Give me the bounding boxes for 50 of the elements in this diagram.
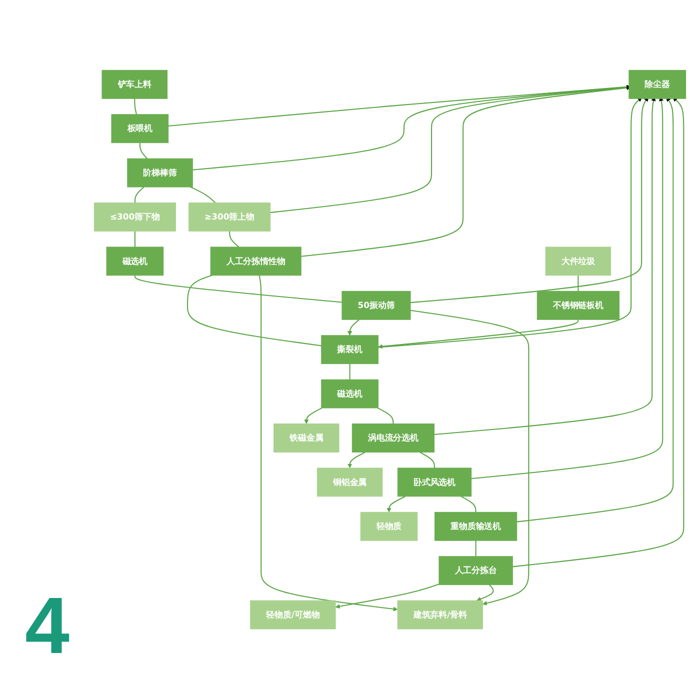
- node-box: 磁选机: [106, 247, 164, 276]
- node-box: 50振动筛: [342, 291, 411, 320]
- connector: [134, 99, 138, 115]
- connector: [475, 541, 476, 557]
- arrow: [335, 584, 440, 610]
- node-box: 涡电流分选机: [352, 424, 434, 453]
- node-box: 卧式风选机: [397, 468, 472, 498]
- arrow: [347, 320, 360, 336]
- node-box: 磁选机: [321, 380, 378, 409]
- node-box: 铜铝金属: [316, 468, 383, 498]
- node-box: 撕裂机: [321, 336, 378, 364]
- node-box: 人工分拣惰性物: [210, 247, 302, 276]
- node-box: 阶梯棒筛: [127, 158, 193, 188]
- connector: [190, 186, 216, 204]
- node-box: 除尘器: [628, 70, 686, 100]
- node-box: 不锈钢链板机: [536, 291, 620, 320]
- arrow: [386, 496, 406, 513]
- connector: [134, 276, 342, 304]
- node-box: ≥300筛上物: [188, 202, 271, 232]
- arrow: [347, 452, 366, 469]
- arrow: [512, 98, 684, 568]
- connector: [578, 276, 579, 292]
- node-box: 轻物质/可燃物: [250, 600, 336, 630]
- arrow: [378, 320, 579, 350]
- node-box: ≤300筛下物: [94, 202, 176, 232]
- arrow: [304, 408, 322, 424]
- connector: [349, 364, 350, 380]
- connector: [134, 187, 144, 204]
- connector: [420, 452, 436, 468]
- node-box: 建筑弃料/骨料: [397, 600, 483, 630]
- node-box: 铲车上料: [102, 70, 168, 100]
- connector: [377, 408, 394, 424]
- arrow: [410, 310, 530, 606]
- connector: [229, 232, 240, 248]
- arrow: [516, 97, 674, 523]
- node-box: 人工分拣台: [438, 556, 513, 586]
- connector: [139, 143, 148, 160]
- arrow: [410, 97, 649, 304]
- arrow: [476, 584, 494, 602]
- arrow: [258, 276, 398, 612]
- arrow: [378, 98, 642, 348]
- node-box: 重物质输送机: [434, 512, 518, 542]
- page-number: 4: [25, 580, 70, 672]
- node-box: 板喂机: [111, 114, 169, 144]
- node-box: 铁磁金属: [274, 424, 340, 453]
- connector: [460, 496, 476, 513]
- connector: [134, 232, 136, 248]
- connector: [186, 275, 322, 347]
- node-box: 轻物质: [360, 512, 418, 542]
- node-box: 大件垃圾: [545, 247, 612, 276]
